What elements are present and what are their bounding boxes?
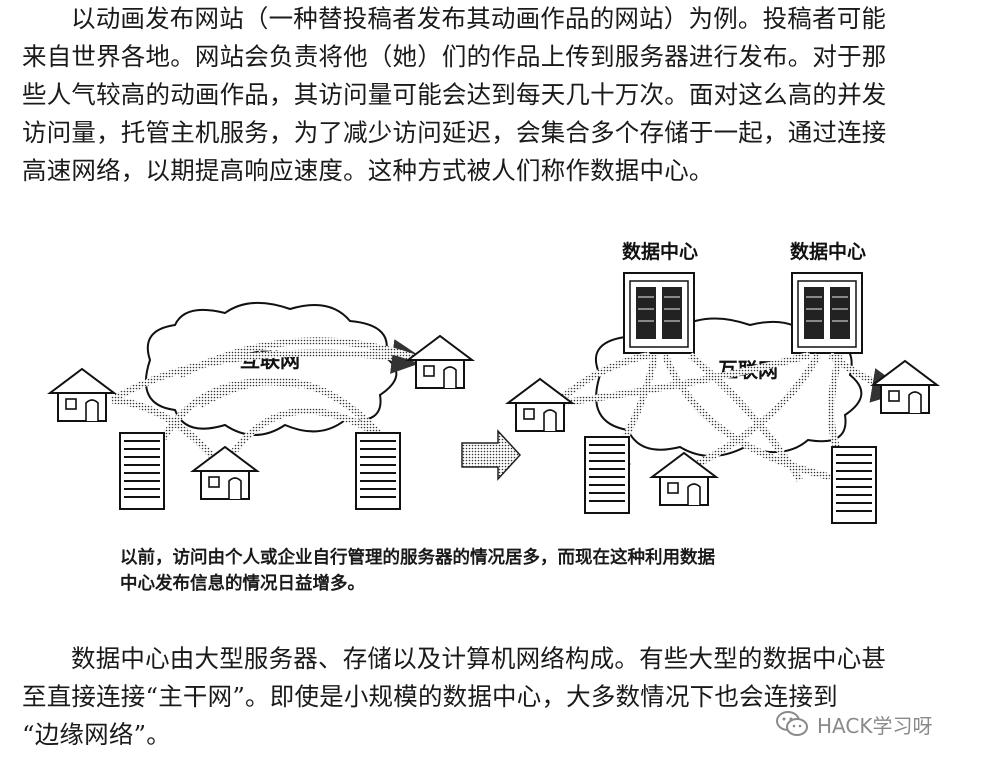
left-diagram: 互联网 [49, 301, 473, 510]
watermark-text: HACK学习呀 [817, 713, 933, 738]
datacenter-label: 数据中心 [790, 240, 866, 263]
paragraph-intro: 以动画发布网站（一种替投稿者发布其动画作品的网站）为例。投稿者可能 来自世界各地… [22, 0, 972, 190]
watermark: HACK学习呀 [775, 707, 932, 741]
text-line: 数据中心由大型服务器、存储以及计算机网络构成。有些大型的数据中心甚 [71, 644, 887, 673]
building-icon [355, 432, 401, 510]
server-icon [791, 272, 863, 354]
building-icon [831, 446, 877, 524]
paragraph-datacenter: 数据中心由大型服务器、存储以及计算机网络构成。有些大型的数据中心甚 至直接连接“… [22, 640, 972, 754]
house-icon [872, 360, 938, 414]
wechat-icon [776, 711, 808, 736]
text-line: 访问量，托管主机服务，为了减少访问延迟，会集合多个存储于一起，通过连接 [22, 118, 887, 147]
transition-arrow-icon [461, 429, 522, 481]
arrows [110, 337, 427, 468]
caption-line: 以前，访问由个人或企业自行管理的服务器的情况居多，而现在这种利用数据 [120, 548, 715, 568]
house-icon [407, 335, 473, 389]
text-line: 至直接连接“主干网”。即使是小规模的数据中心，大多数情况下也会连接到 [22, 682, 838, 711]
building-icon [119, 432, 165, 510]
building-icon [584, 436, 630, 514]
text-line: 以动画发布网站（一种替投稿者发布其动画作品的网站）为例。投稿者可能 [71, 4, 887, 33]
right-diagram: 数据中心 数据中心 互联网 [507, 240, 938, 524]
network-figure: 互联网 数据中心 数据中心 互联网 [49, 240, 938, 524]
house-icon [49, 368, 115, 422]
text-line: “边缘网络”。 [22, 720, 171, 749]
text-line: 来自世界各地。网站会负责将他（她）们的作品上传到服务器进行发布。对于那 [22, 42, 887, 71]
house-icon [507, 378, 573, 432]
figure-caption: 以前，访问由个人或企业自行管理的服务器的情况居多，而现在这种利用数据 中心发布信… [120, 545, 890, 597]
text-line: 高速网络，以期提高响应速度。这种方式被人们称作数据中心。 [22, 156, 714, 185]
caption-line: 中心发布信息的情况日益增多。 [120, 574, 365, 594]
datacenter-label: 数据中心 [622, 240, 698, 263]
server-icon [623, 272, 695, 354]
text-line: 些人气较高的动画作品，其访问量可能会达到每天几十万次。面对这么高的并发 [22, 80, 887, 109]
house-icon [192, 446, 258, 500]
